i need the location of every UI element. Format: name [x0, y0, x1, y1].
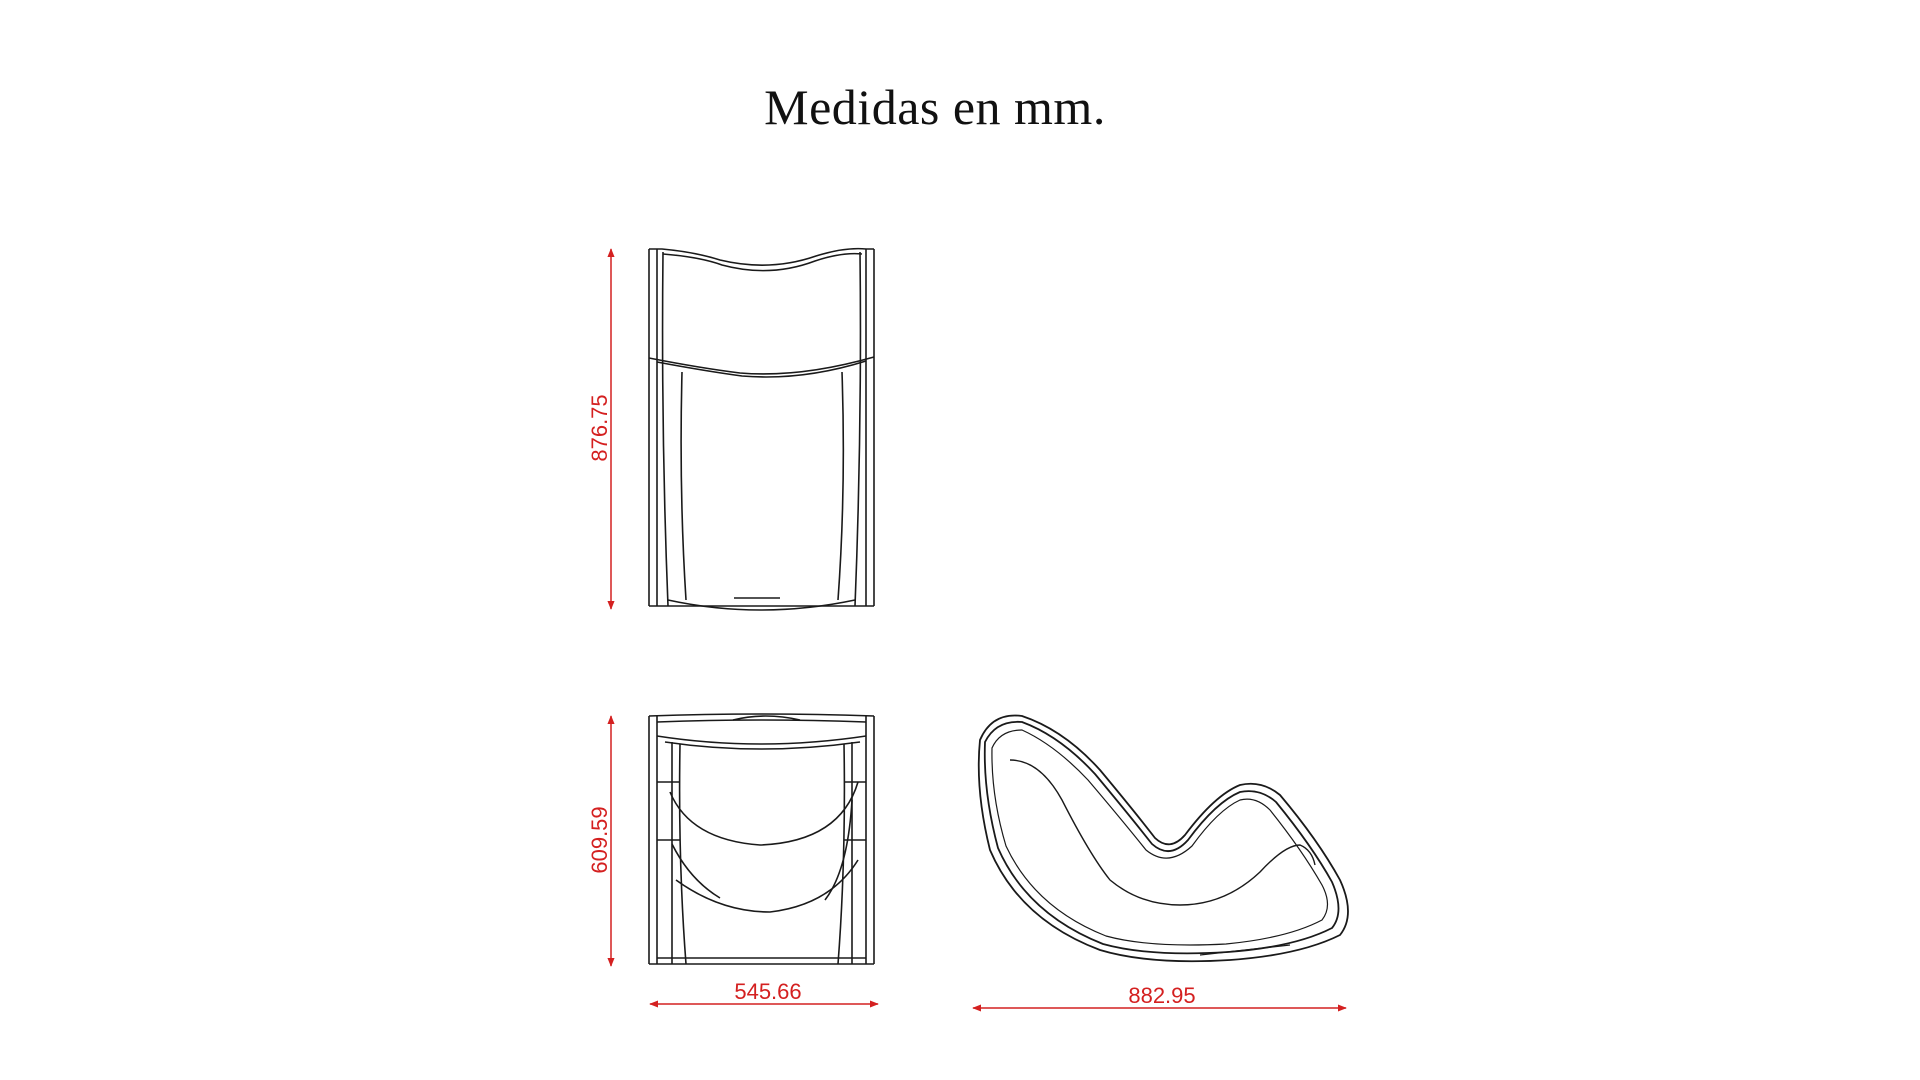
back-view [648, 713, 875, 965]
page-title: Medidas en mm. [764, 79, 1106, 135]
width-label: 545.66 [734, 979, 801, 1004]
seat-height-label: 609.59 [587, 806, 612, 873]
side-view [977, 714, 1349, 963]
front-height-label: 876.75 [587, 394, 612, 461]
front-view [648, 247, 875, 611]
depth-label: 882.95 [1128, 983, 1195, 1008]
dimension-lines [607, 248, 1347, 1012]
